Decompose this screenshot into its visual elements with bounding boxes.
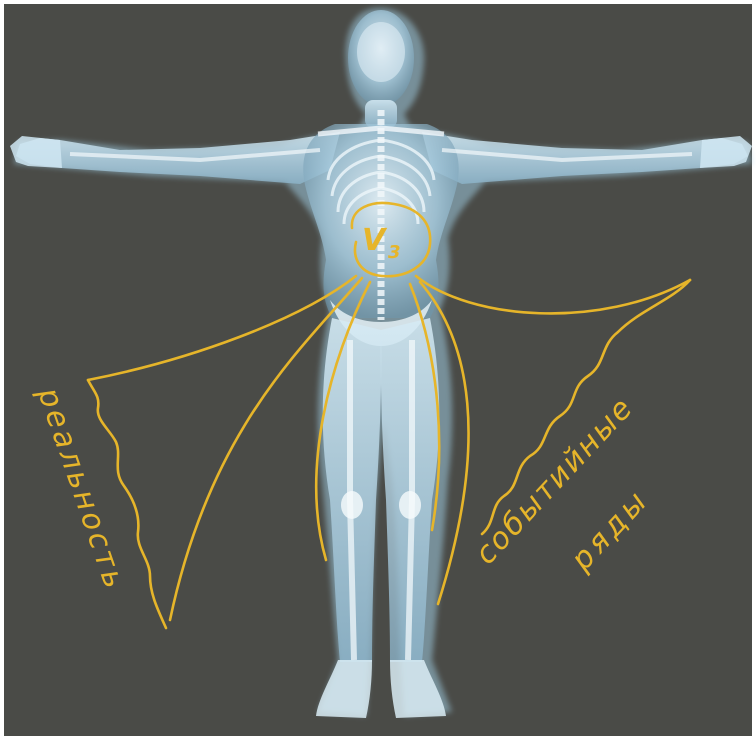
center-symbol-sub: 3 [388,242,401,263]
left-knee [341,491,363,519]
right-knee [399,491,421,519]
center-symbol-main: V [362,223,388,258]
skull [357,22,405,82]
